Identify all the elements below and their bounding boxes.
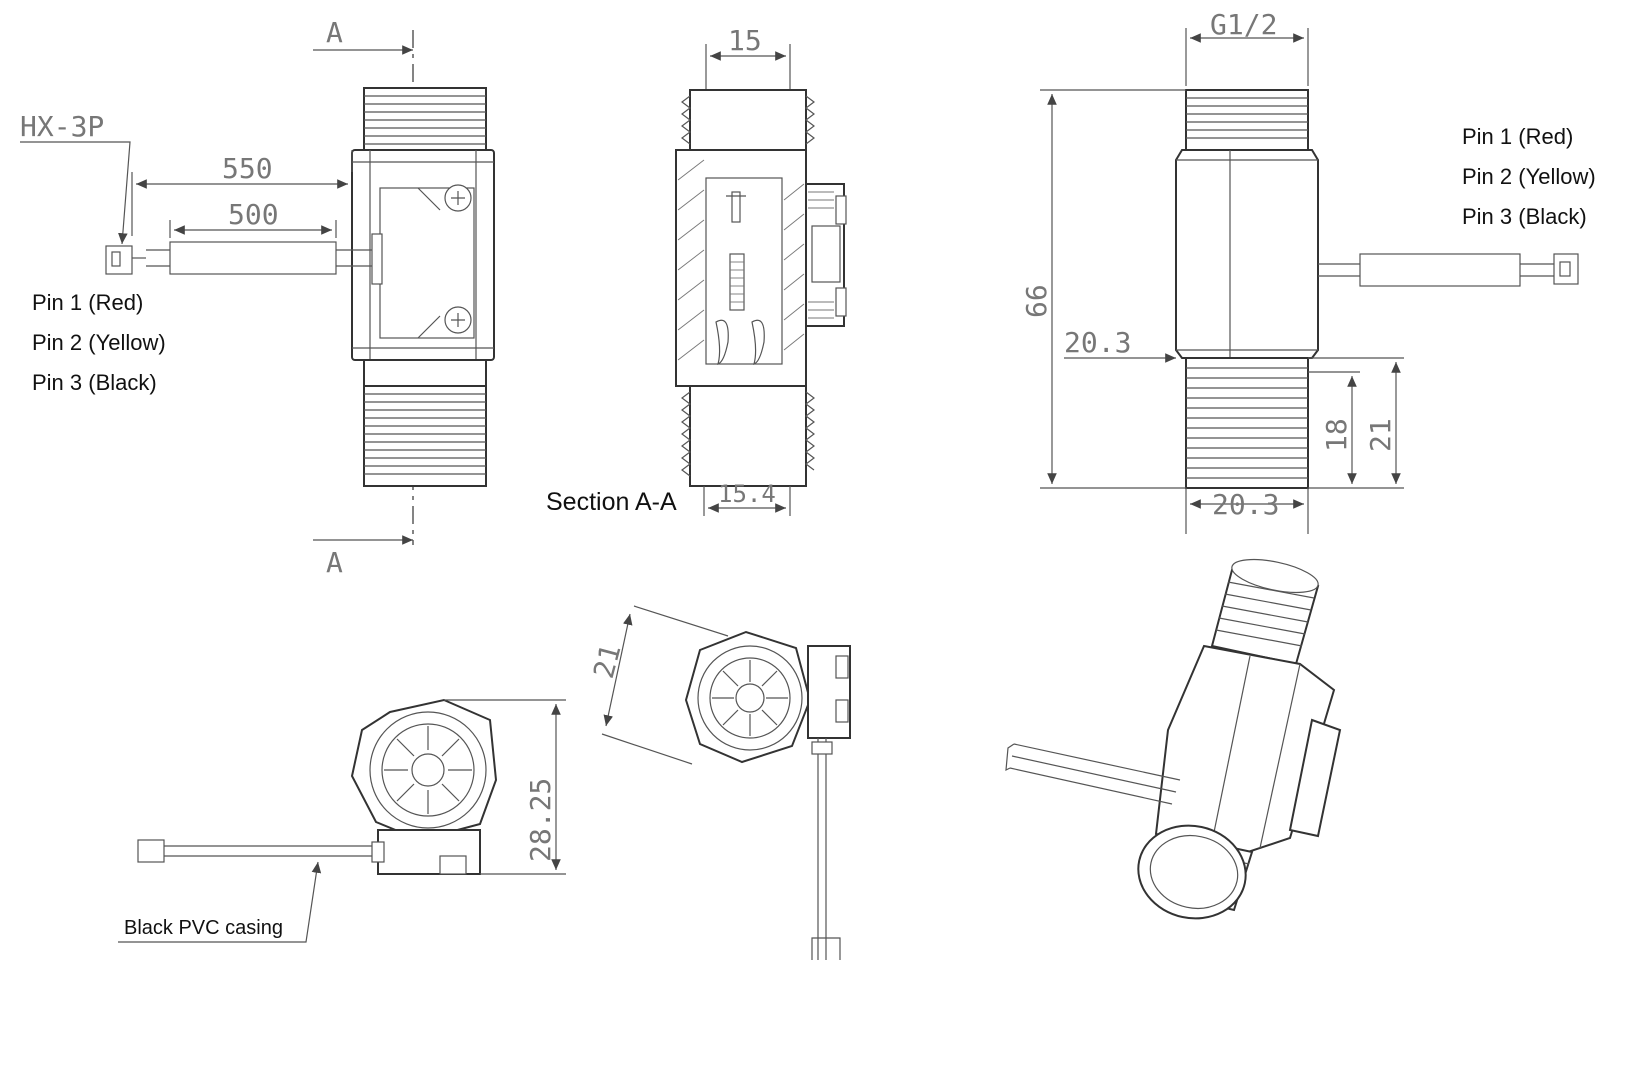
iso-outlet-inner [1149, 835, 1239, 909]
side-pin-1-label: Pin 1 (Red) [1462, 124, 1573, 149]
dim-18: 18 [1320, 418, 1353, 452]
end-rotor-blades [384, 726, 472, 814]
cable-sleeve [169, 241, 337, 275]
dim-21: 21 [1364, 418, 1397, 452]
section-top-thread [689, 89, 807, 151]
dim-g12: G1/2 [1210, 8, 1277, 41]
dim-line-21-tilted [603, 613, 633, 727]
front-view: A A [20, 16, 495, 579]
connector-label: HX-3P [20, 110, 104, 143]
dim-15-4: 15.4 [718, 480, 776, 508]
tilted-connector [811, 937, 841, 960]
side-cable-sleeve [1359, 253, 1521, 287]
cable-gland [371, 233, 383, 285]
section-mark-bottom: A [326, 546, 343, 579]
top-thread [363, 87, 487, 151]
tilted-rotor-blades [712, 660, 788, 736]
tilted-hub [735, 683, 765, 713]
dim-550: 550 [222, 152, 273, 185]
section-bottom-thread [689, 385, 807, 487]
dim-20-3-body: 20.3 [1064, 326, 1131, 359]
dim-28-25: 28.25 [524, 778, 557, 862]
section-magnet [731, 191, 741, 223]
dim-66: 66 [1020, 284, 1053, 318]
top-thread-lines [364, 95, 486, 145]
section-blade-right [751, 319, 765, 365]
bottom-thread-lines [364, 393, 486, 475]
end-hub [411, 753, 445, 787]
tilted-sensor-box [807, 645, 851, 739]
side-hex-body [1175, 149, 1319, 359]
section-mark-top: A [326, 16, 343, 49]
section-hatching [677, 159, 805, 361]
isometric-view [1005, 558, 1342, 920]
pin-3-label: Pin 3 (Black) [32, 370, 157, 395]
section-blade-left [715, 319, 729, 365]
section-rotor-shaft [729, 253, 745, 311]
iso-sensor-block [1288, 718, 1342, 838]
section-view: 15 15.4 Section A-A [546, 24, 847, 516]
side-bottom-thread [1185, 357, 1309, 489]
bottom-collar [363, 359, 487, 387]
iso-cable-end [1005, 743, 1015, 772]
side-view: G1/2 66 20.3 18 21 20.3 [1020, 8, 1596, 534]
end-sensor-box [377, 829, 481, 875]
casing-label: Black PVC casing [124, 917, 283, 939]
dim-15: 15 [728, 24, 762, 57]
pin-2-label: Pin 2 (Yellow) [32, 330, 166, 355]
side-pin-3-label: Pin 3 (Black) [1462, 204, 1587, 229]
end-view: 28.25 Black PVC casing [118, 698, 566, 943]
iso-hex-body [1154, 644, 1336, 854]
side-pin-2-label: Pin 2 (Yellow) [1462, 164, 1596, 189]
dim-20-3-bottom: 20.3 [1212, 488, 1279, 521]
end-connector [137, 839, 165, 863]
section-title: Section A-A [546, 488, 677, 516]
tilted-view: 21 [587, 605, 851, 960]
dim-500: 500 [228, 198, 279, 231]
dim-21-tilted: 21 [587, 641, 628, 682]
bottom-thread [363, 385, 487, 487]
pin-1-label: Pin 1 (Red) [32, 290, 143, 315]
side-top-thread [1185, 89, 1309, 151]
